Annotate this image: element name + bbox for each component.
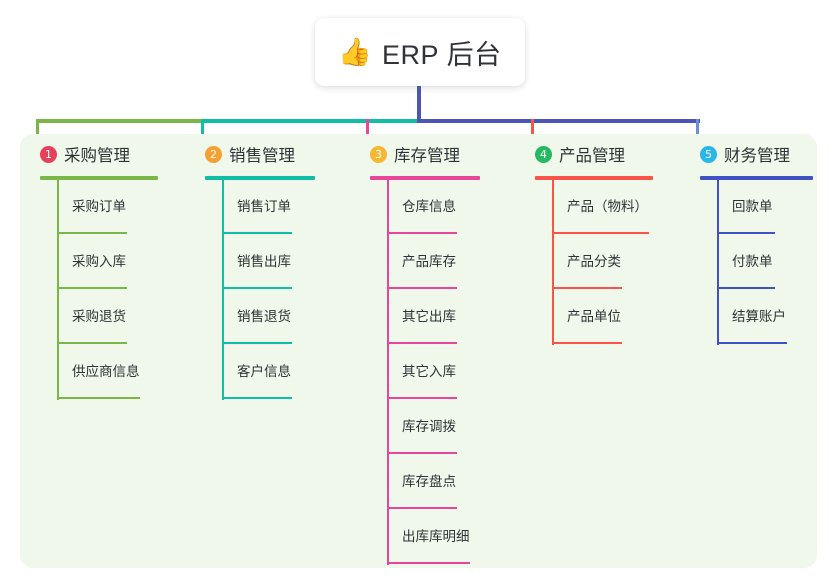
- thumbs-up-icon: 👍: [338, 36, 373, 67]
- bus-segment-right: [417, 119, 700, 123]
- branch-title: 库存管理: [394, 147, 460, 165]
- list-item-label: 库存调拨: [402, 419, 456, 434]
- branch-header-rule: [535, 176, 653, 180]
- branch-drop-5: [696, 119, 699, 147]
- list-item-label: 出库库明细: [402, 529, 470, 544]
- list-item-rule: [387, 232, 457, 234]
- branch-trunk: [717, 180, 719, 345]
- branch-title: 销售管理: [229, 147, 295, 165]
- list-item-label: 采购订单: [72, 199, 126, 214]
- branch-drop-1: [36, 119, 39, 147]
- branch-trunk: [387, 180, 389, 565]
- root-stem: [417, 86, 421, 123]
- list-item-label: 仓库信息: [402, 199, 456, 214]
- list-item-label: 付款单: [732, 254, 773, 269]
- branch-title: 采购管理: [64, 147, 130, 165]
- branch-drop-4: [531, 119, 534, 147]
- list-item-rule: [717, 232, 775, 234]
- branch-title: 产品管理: [559, 147, 625, 165]
- branch-header-1[interactable]: 1 采购管理: [20, 142, 130, 166]
- list-item-label: 产品库存: [402, 254, 456, 269]
- root-node-title: ERP 后台: [382, 39, 502, 70]
- list-item-rule: [222, 342, 292, 344]
- list-item-rule: [387, 342, 457, 344]
- bus-segment-mid: [202, 119, 419, 123]
- list-item-label: 其它入库: [402, 364, 456, 379]
- branch-column-4: 4 产品管理产品（物料） 产品分类产品单位: [515, 142, 653, 345]
- branch-header-rule: [205, 176, 315, 180]
- list-item-rule: [222, 397, 292, 399]
- list-item-rule: [222, 287, 292, 289]
- branch-header-2[interactable]: 2 销售管理: [185, 142, 295, 166]
- branch-number-badge: 4: [535, 145, 552, 163]
- branch-title: 财务管理: [724, 147, 790, 165]
- list-item-label: 销售出库: [237, 254, 291, 269]
- list-item-label: 客户信息: [237, 364, 291, 379]
- list-item-label: 库存盘点: [402, 474, 456, 489]
- list-item-rule: [387, 562, 470, 564]
- root-node-erp-backend[interactable]: 👍 ERP 后台: [315, 18, 525, 86]
- branch-number-badge: 5: [700, 145, 717, 163]
- list-item-label: 采购退货: [72, 309, 126, 324]
- branch-header-4[interactable]: 4 产品管理: [515, 142, 625, 166]
- branch-column-3: 3 库存管理仓库信息产品库存其它出库其它入库库存调拨库存盘点出库库明细: [350, 142, 480, 565]
- list-item-label: 产品单位: [567, 309, 621, 324]
- list-item-rule: [552, 287, 622, 289]
- branch-column-5: 5 财务管理回款单付款单结算账户: [680, 142, 813, 345]
- list-item-rule: [57, 397, 140, 399]
- list-item-rule: [552, 232, 649, 234]
- branch-header-5[interactable]: 5 财务管理: [680, 142, 790, 166]
- branch-number-badge: 1: [40, 145, 57, 163]
- list-item-rule: [552, 342, 622, 344]
- branch-column-1: 1 采购管理采购订单采购入库采购退货供应商信息: [20, 142, 158, 400]
- branch-trunk: [57, 180, 59, 400]
- branch-header-rule: [40, 176, 158, 180]
- branch-panel: [20, 134, 817, 568]
- branch-header-rule: [700, 176, 813, 180]
- list-item-rule: [387, 507, 457, 509]
- list-item-label: 回款单: [732, 199, 773, 214]
- branch-header-rule: [370, 176, 480, 180]
- list-item-rule: [387, 287, 457, 289]
- list-item-label: 供应商信息: [72, 364, 140, 379]
- branch-number-badge: 3: [370, 145, 387, 163]
- branch-column-2: 2 销售管理销售订单销售出库销售退货客户信息: [185, 142, 315, 400]
- branch-drop-3: [366, 119, 369, 147]
- list-item-rule: [57, 342, 127, 344]
- list-item-label: 采购入库: [72, 254, 126, 269]
- list-item-label: 结算账户: [732, 309, 786, 324]
- bus-segment-left: [36, 119, 202, 123]
- list-item-label: 其它出库: [402, 309, 456, 324]
- list-item-label: 销售退货: [237, 309, 291, 324]
- list-item-label: 产品分类: [567, 254, 621, 269]
- list-item-rule: [57, 287, 127, 289]
- list-item-label: 销售订单: [237, 199, 291, 214]
- list-item-rule: [387, 397, 457, 399]
- list-item-label: 产品（物料）: [567, 199, 648, 214]
- list-item-rule: [387, 452, 457, 454]
- list-item-rule: [717, 342, 787, 344]
- branch-number-badge: 2: [205, 145, 222, 163]
- branch-header-3[interactable]: 3 库存管理: [350, 142, 460, 166]
- list-item-rule: [717, 287, 775, 289]
- list-item-rule: [222, 232, 292, 234]
- branch-trunk: [552, 180, 554, 345]
- list-item-rule: [57, 232, 127, 234]
- branch-trunk: [222, 180, 224, 400]
- branch-drop-2: [201, 119, 204, 147]
